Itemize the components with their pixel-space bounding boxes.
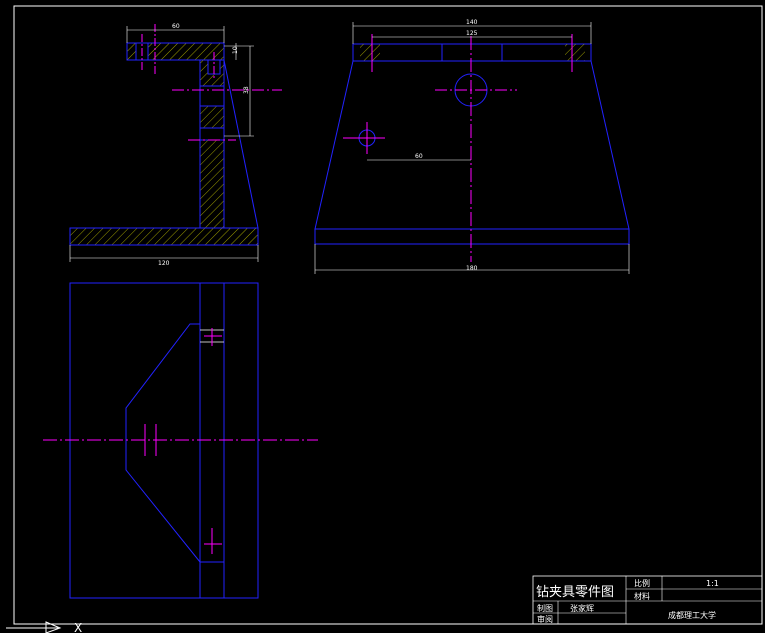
- title-block[interactable]: 钻夹具零件图 比例 1:1 材料 制图 张家辉 审阅 成都理工大学: [532, 575, 763, 625]
- top-view[interactable]: [43, 282, 318, 599]
- dim-front-top-width: 140: [466, 19, 478, 26]
- dim-side-base-width: 120: [158, 260, 170, 267]
- side-top-flange: [126, 42, 225, 61]
- title-block-material-label: 材料: [634, 591, 650, 601]
- front-top-bar: [352, 43, 592, 62]
- dim-front-hole-spacing: 125: [466, 30, 478, 37]
- dim-front-base-width: 180: [466, 265, 478, 272]
- front-trapezoid: [314, 60, 630, 230]
- title-block-drawn-by: 张家辉: [570, 603, 594, 613]
- title-block-title: 钻夹具零件图: [536, 585, 614, 600]
- top-view-rib: [125, 323, 201, 563]
- ucs-axis-label: X: [74, 621, 82, 633]
- title-block-frame: [532, 575, 763, 625]
- title-block-checked-label: 审阅: [537, 614, 553, 624]
- dim-side-flange-thickness: 10: [232, 46, 239, 54]
- front-top-hatch-left: [360, 44, 380, 61]
- side-column: [199, 59, 225, 229]
- front-base-plate: [314, 228, 630, 245]
- title-block-drawn-label: 制图: [537, 603, 553, 613]
- dim-side-top-width: 60: [172, 23, 180, 30]
- dim-side-hole-height: 38: [243, 86, 250, 94]
- ucs-icon: X: [6, 621, 82, 633]
- side-column-hole-2: [199, 127, 225, 141]
- side-column-hole: [199, 85, 225, 107]
- side-base-plate: [69, 227, 259, 246]
- title-block-scale-label: 比例: [634, 578, 650, 588]
- side-rib: [223, 59, 259, 229]
- title-block-school: 成都理工大学: [668, 610, 716, 620]
- drawing-border: [13, 5, 763, 625]
- side-view[interactable]: 60 10 38 120: [69, 23, 282, 267]
- title-block-scale-value: 1:1: [706, 579, 719, 588]
- front-top-hatch-right: [565, 44, 585, 61]
- front-view[interactable]: 140 125 60 180: [314, 19, 630, 274]
- dim-front-offset: 60: [415, 153, 423, 160]
